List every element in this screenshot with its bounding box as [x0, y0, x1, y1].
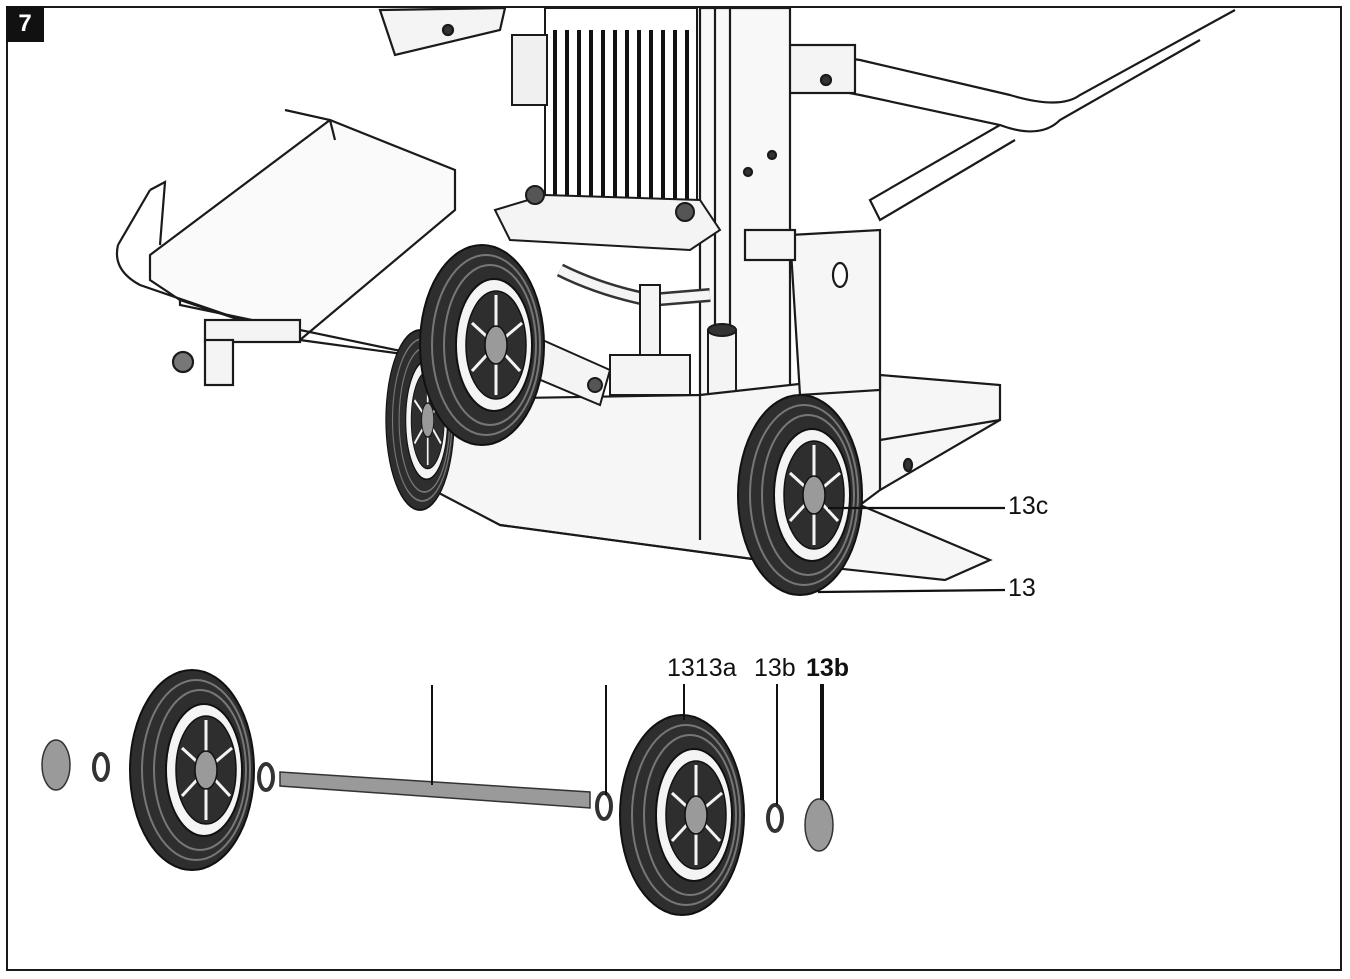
front-left-wheel [418, 243, 546, 447]
washer-left-outer [92, 752, 110, 782]
hydraulic-unit [556, 263, 737, 401]
leader-lines-upper [817, 506, 1006, 594]
exploded-left-wheel [128, 668, 256, 872]
callout-1313a: 1313a [667, 654, 737, 682]
washer-right-inner [595, 791, 613, 821]
axle-rod [279, 771, 591, 809]
exploded-wheel-assembly [41, 668, 834, 917]
right-handle-frame [753, 9, 1236, 222]
figure-number-badge: 7 [6, 6, 44, 42]
washer-right-outer [766, 803, 784, 833]
callout-13b: 13b [754, 654, 796, 682]
callout-13c: 13c [1008, 492, 1049, 520]
front-right-wheel [736, 393, 864, 597]
top-bracket [378, 6, 507, 57]
callout-13: 13 [1008, 574, 1036, 602]
leader-lines-lower [431, 684, 824, 805]
callout-13b-bold: 13b [806, 654, 850, 682]
hub-cap-right [804, 798, 834, 852]
electric-motor [493, 7, 722, 252]
hub-cap-left [41, 739, 71, 791]
washer-left-inner [257, 762, 275, 792]
left-handle-frame [115, 108, 457, 387]
exploded-right-wheel [618, 713, 746, 917]
